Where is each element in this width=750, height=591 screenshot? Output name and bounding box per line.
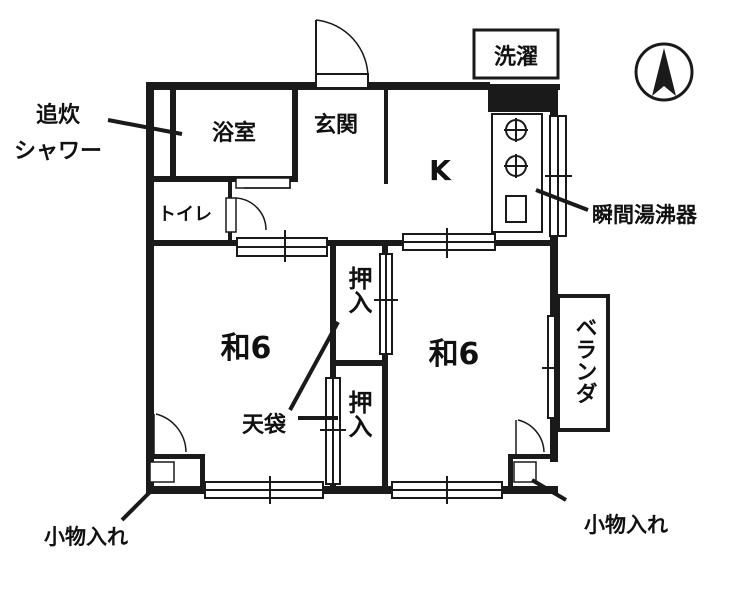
room-label-veranda: ベランダ [572, 316, 598, 404]
north-arrow-icon [610, 30, 750, 140]
gas-stove [491, 113, 543, 233]
room-label-bath: 浴室 [212, 120, 256, 146]
room-label-kitchen: K [429, 154, 452, 187]
callout-storage-left: 小物入れ [44, 525, 128, 549]
veranda-box [556, 294, 610, 432]
callout-ceiling-storage: 天袋 [242, 412, 287, 438]
callout-storage-right: 小物入れ [584, 513, 668, 537]
room-label-washitsu-right: 和6 [429, 337, 480, 372]
room-label-washitsu-left: 和6 [221, 331, 272, 366]
room-label-entrance: 玄関 [314, 112, 358, 138]
doors [149, 19, 545, 483]
room-label-closet-upper: 押入 [344, 266, 372, 314]
room-label-toilet: トイレ [158, 204, 212, 225]
interior-walls [146, 88, 558, 490]
callout-reheat-line1: 追炊 [36, 102, 81, 128]
callout-reheat-line2: シャワー [14, 139, 102, 164]
leader-lines [107, 118, 589, 522]
room-label-washer: 洗濯 [494, 45, 538, 70]
washer-box [472, 28, 560, 112]
callout-water-heater: 瞬間湯沸器 [592, 203, 698, 227]
room-label-closet-lower: 押入 [344, 390, 372, 438]
